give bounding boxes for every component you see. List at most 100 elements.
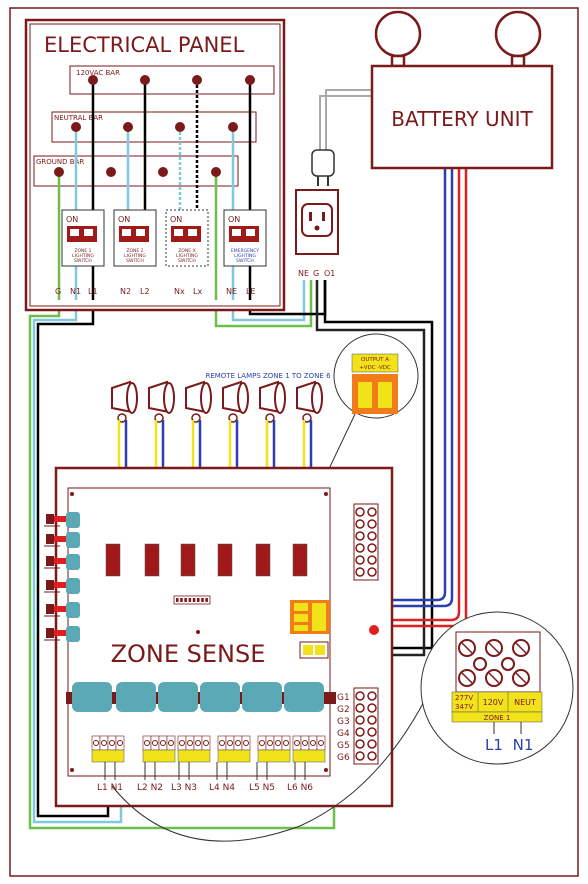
terminal-screw	[294, 740, 300, 746]
strip-screw	[355, 739, 365, 749]
terminal-screw	[179, 740, 185, 746]
zone-sense-title: ZONE SENSE	[111, 640, 266, 668]
ground-label: G3	[337, 717, 350, 727]
connector-jack	[66, 532, 80, 548]
bar-neutral	[51, 111, 257, 143]
svg-text:N1: N1	[513, 736, 534, 754]
terminal-screw	[219, 740, 225, 746]
connector-plug	[46, 534, 54, 544]
dip-switch-toggle	[176, 598, 179, 602]
svg-text:ZONE 2: ZONE 2	[126, 248, 143, 254]
terminal-screw	[259, 740, 265, 746]
output-callout: OUTPUT A +VDC -VDC	[317, 333, 419, 493]
strip-screw	[355, 751, 365, 761]
terminal-nx: Nx	[174, 287, 185, 296]
svg-text:SWITCH: SWITCH	[126, 258, 144, 264]
lamp-lens	[311, 382, 323, 414]
svg-text:ON: ON	[170, 215, 182, 224]
svg-text:SWITCH: SWITCH	[236, 258, 254, 264]
svg-text:NEUT: NEUT	[514, 698, 536, 707]
strip-screw	[367, 715, 377, 725]
strip-body	[353, 503, 379, 581]
breaker-2[interactable]: ON ZONE 2 LIGHTING SWITCH	[113, 209, 157, 267]
svg-text:ON: ON	[118, 215, 130, 224]
strip-screw	[367, 543, 377, 553]
battery-lamp-heads	[374, 10, 542, 68]
svg-text:ZONE X: ZONE X	[178, 248, 195, 254]
dip-switch-toggle	[192, 598, 196, 602]
transformer-coil-5	[242, 682, 282, 712]
dip-switch-toggle	[197, 598, 200, 602]
terminal-label-strip	[257, 749, 291, 763]
strip-screw	[367, 519, 377, 529]
strip-screw	[355, 703, 365, 713]
terminal-label-strip	[91, 749, 125, 763]
strip-screw	[367, 507, 377, 517]
input-terminal-block-5	[257, 735, 291, 763]
dip-switch	[173, 595, 211, 605]
breaker-1[interactable]: ON ZONE 1 LIGHTING SWITCH	[61, 209, 105, 267]
dip-switch-toggle	[184, 598, 187, 602]
svg-text:G: G	[313, 269, 319, 278]
strip-screw	[367, 739, 377, 749]
lamp-lens	[200, 382, 212, 414]
battery-title: BATTERY UNIT	[391, 107, 533, 131]
bar-120vac	[69, 65, 275, 95]
connector-pin	[54, 630, 66, 636]
ground-terminal-strip-bottom	[353, 687, 379, 765]
strip-screw	[367, 751, 377, 761]
svg-text:ZONE 1: ZONE 1	[484, 714, 511, 722]
panel-terminal-labels: G N1 L1 N2 L2 Nx Lx NE LE	[55, 287, 256, 296]
connector-jack	[66, 554, 80, 570]
plug-icon	[311, 149, 335, 186]
input-terminal-block-1	[91, 735, 125, 763]
dc-input-connector	[290, 600, 379, 659]
bottom-terminal-label: L1 N1	[97, 783, 123, 793]
terminal-screw	[302, 740, 308, 746]
strip-screw	[355, 507, 365, 517]
connector-plug	[46, 580, 54, 590]
outlet-terminal-labels: NE G O1	[298, 269, 335, 278]
relay-1	[105, 543, 121, 577]
strip-screw	[355, 543, 365, 553]
svg-text:EMERGENCY: EMERGENCY	[231, 248, 259, 254]
bar-120vac-label: 120VAC BAR	[76, 69, 120, 77]
transformer-coil-1	[72, 682, 112, 712]
svg-text:ZONE 1: ZONE 1	[74, 248, 91, 254]
connector-jack	[66, 512, 80, 528]
left-connector-4	[44, 578, 80, 594]
relay-3	[180, 543, 196, 577]
strip-screw	[355, 691, 365, 701]
connector-plug	[46, 556, 54, 566]
strip-screw	[367, 531, 377, 541]
terminal-screw	[283, 740, 289, 746]
terminal-screw	[275, 740, 281, 746]
bottom-terminal-label: L5 N5	[249, 783, 275, 793]
terminal-label-strip	[142, 749, 176, 763]
terminal-screw	[160, 740, 166, 746]
input-terminal-block-3	[177, 735, 211, 763]
terminal-screw	[267, 740, 273, 746]
dip-switch-toggle	[188, 598, 192, 602]
bar-ground	[33, 155, 239, 187]
strip-screw	[355, 567, 365, 577]
terminal-lx: Lx	[193, 287, 202, 296]
left-connector-2	[44, 532, 80, 548]
terminal-le: LE	[246, 287, 256, 296]
lamp-lens	[274, 382, 286, 414]
breaker-x[interactable]: ON ZONE X LIGHTING SWITCH	[165, 209, 209, 267]
dip-switch-toggle	[180, 598, 183, 602]
terminal-screw	[310, 740, 316, 746]
terminal-ne: NE	[226, 287, 237, 296]
svg-text:OUTPUT A: OUTPUT A	[361, 357, 389, 363]
zone-sense-parts	[66, 543, 336, 763]
connector-jack	[66, 578, 80, 594]
wire-battery-plug	[319, 89, 372, 150]
strip-screw	[367, 555, 377, 565]
terminal-n1: N1	[70, 287, 81, 296]
left-connector-3	[44, 554, 80, 570]
breaker-emergency[interactable]: ON EMERGENCY LIGHTING SWITCH	[223, 209, 267, 267]
outlet-icon[interactable]	[295, 189, 339, 255]
strip-screw	[355, 555, 365, 565]
terminal-label-strip	[292, 749, 326, 763]
